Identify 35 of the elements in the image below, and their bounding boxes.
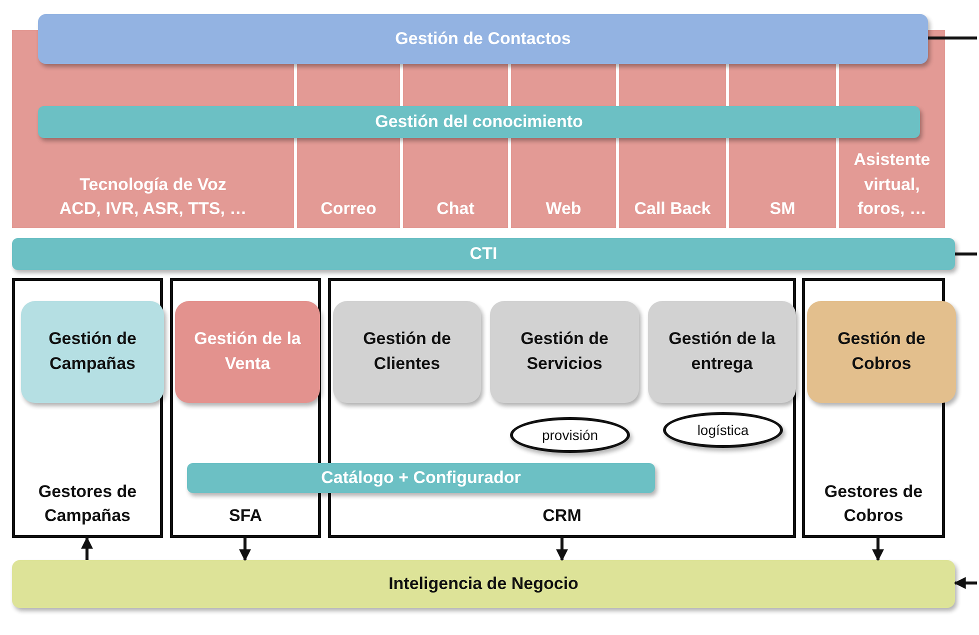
channel-label: Tecnología de Voz (80, 174, 226, 196)
channel-column: Call Back (619, 138, 726, 228)
arrow (556, 538, 568, 562)
arrow (954, 577, 977, 589)
layer-bar: Catálogo + Configurador (187, 463, 655, 493)
channel-column: SM (729, 138, 836, 228)
channel-column (12, 138, 294, 228)
function-tile: Gestión de Clientes (333, 301, 481, 403)
channel-column: Web (511, 138, 616, 228)
layer-bar: Inteligencia de Negocio (12, 560, 955, 608)
module-label: Gestores de Campañas (37, 480, 138, 528)
arrow (872, 538, 884, 562)
module-label: SFA (228, 505, 262, 528)
connector-line (955, 252, 977, 256)
function-tile: Gestión de Campañas (21, 301, 164, 403)
module-frame (170, 278, 321, 538)
channel-label: ACD, IVR, ASR, TTS, … (59, 198, 247, 220)
function-tile: Gestión de la entrega (648, 301, 796, 403)
channel-column: Chat (403, 138, 508, 228)
function-tile: Gestión de Cobros (807, 301, 956, 403)
module-frame (12, 278, 163, 538)
layer-bar: Gestión de Contactos (38, 14, 928, 64)
layer-bar: CTI (12, 238, 955, 270)
arrow (239, 538, 251, 562)
module-label: CRM (542, 505, 582, 528)
oval-label: logística (663, 412, 783, 448)
function-tile: Gestión de Servicios (490, 301, 639, 403)
channel-column: Asistente virtual, foros, … (839, 138, 945, 228)
connector-line (928, 36, 977, 40)
module-label: Gestores de Cobros (823, 480, 924, 528)
oval-label: provisión (510, 417, 630, 453)
layer-bar: Gestión del conocimiento (38, 106, 920, 138)
function-tile: Gestión de la Venta (175, 301, 320, 403)
channel-column: Correo (297, 138, 400, 228)
arrow (81, 536, 93, 560)
